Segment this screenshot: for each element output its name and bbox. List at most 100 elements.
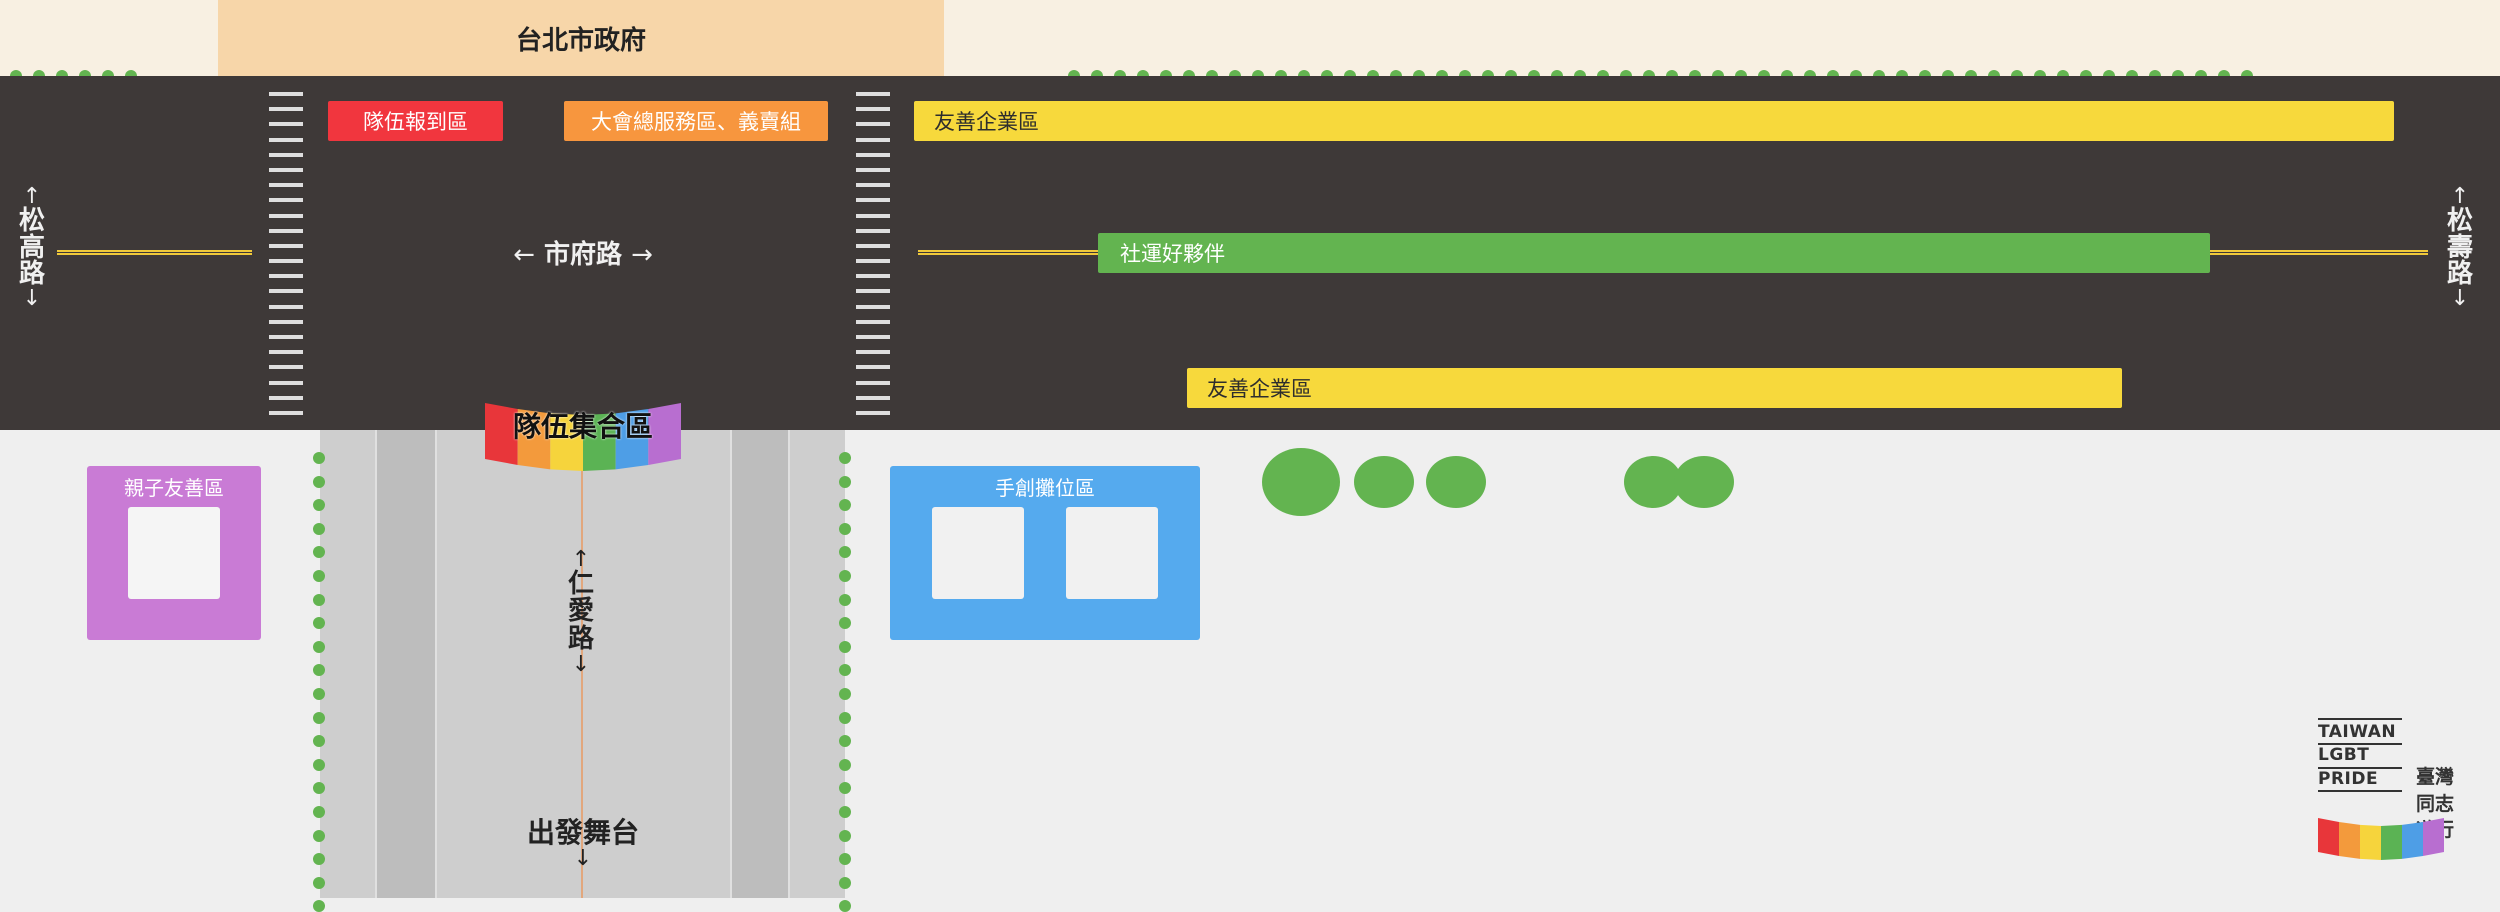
- rainbow-stripe: [2318, 818, 2339, 856]
- crosswalk-stripe: [269, 243, 303, 248]
- crosswalk-stripe: [269, 122, 303, 127]
- logo-rainbow-flag-icon: [2318, 818, 2444, 860]
- rainbow-stripe: [2360, 824, 2381, 860]
- crosswalk-stripe: [269, 319, 303, 324]
- tree-dot-icon: [839, 617, 851, 630]
- logo-zh-line-2: 同志: [2416, 792, 2455, 815]
- renai-road-plaza: [320, 430, 845, 898]
- crosswalk-stripe: [269, 259, 303, 264]
- crosswalk-stripe: [269, 274, 303, 279]
- shifu-road-name: 市府路: [543, 240, 622, 270]
- family-friendly-tent: [128, 507, 220, 599]
- tree-dot-icon: [839, 593, 851, 606]
- crosswalk-stripe: [856, 152, 890, 157]
- center-line-west: [57, 250, 252, 255]
- crosswalk-stripe: [269, 350, 303, 355]
- crosswalk-stripe: [856, 167, 890, 172]
- crosswalk-stripe: [856, 335, 890, 339]
- crosswalk-stripe: [269, 365, 303, 370]
- crosswalk-stripe: [269, 152, 303, 157]
- crosswalk-stripe: [269, 198, 303, 203]
- tree-dot-icon: [313, 853, 325, 866]
- shifu-road-label: ← 市府路 →: [500, 234, 666, 271]
- crosswalk-stripe: [269, 335, 303, 339]
- arrow-left-icon: ←: [513, 240, 535, 270]
- rainbow-stripe: [517, 409, 551, 470]
- tree-dot-icon: [313, 569, 325, 582]
- crosswalk-stripe: [269, 92, 303, 96]
- city-hall-block: [218, 0, 944, 76]
- handmade-stall-tent-1: [932, 507, 1024, 599]
- tree-dot-icon: [839, 876, 851, 889]
- logo-en-line-3: PRIDE: [2318, 768, 2379, 789]
- tree-dot-icon: [839, 687, 851, 700]
- crosswalk-stripe: [856, 274, 890, 279]
- crosswalk-stripe: [856, 289, 890, 294]
- tree-dot-icon: [313, 782, 325, 795]
- rainbow-stripe: [583, 413, 616, 471]
- tree-dot-icon: [839, 782, 851, 795]
- songgao-road-label: ↑ 松 高 路 ↓: [12, 185, 52, 310]
- crosswalk-stripe: [856, 350, 890, 355]
- tree-dot-icon: [313, 876, 325, 889]
- tree-dot-icon: [313, 758, 325, 771]
- logo-en-line-1: TAIWAN: [2318, 722, 2397, 742]
- tree-dot-icon: [313, 546, 325, 559]
- crosswalk-stripe: [269, 228, 303, 233]
- tree-dot-icon: [839, 499, 851, 512]
- crosswalk-stripe: [856, 198, 890, 203]
- rainbow-stripe: [2402, 822, 2423, 859]
- renai-char-2: 愛: [567, 596, 594, 627]
- crosswalk-stripe: [269, 213, 303, 218]
- tree-dot-icon: [313, 640, 325, 653]
- tree-dot-icon: [313, 711, 325, 724]
- team-assembly-label: 隊伍集合區: [512, 410, 653, 443]
- tree-dot-icon: [839, 522, 851, 535]
- crosswalk-stripe: [269, 167, 303, 172]
- crosswalk-stripe: [856, 395, 890, 400]
- crosswalk-stripe: [856, 304, 890, 309]
- plaza-tree-column-east: [839, 452, 851, 912]
- renai-road-label: ↑ 仁 愛 路 ↓: [556, 548, 606, 676]
- friendly-business-zone-bottom[interactable]: 友善企業區: [1187, 368, 2122, 408]
- tree-dot-icon: [839, 640, 851, 653]
- tree-dot-icon: [839, 546, 851, 559]
- tree-dot-icon: [839, 664, 851, 677]
- tree-dot-icon: [313, 687, 325, 700]
- tree-dot-icon: [313, 593, 325, 606]
- tree-dot-icon: [839, 805, 851, 818]
- crosswalk-stripe: [856, 365, 890, 370]
- rainbow-stripe: [550, 413, 583, 471]
- renai-char-1: 仁: [567, 569, 594, 600]
- tree-dot-icon: [313, 735, 325, 748]
- renai-char-3: 路: [567, 623, 594, 654]
- songshou-char-2: 壽: [2446, 232, 2473, 263]
- tree-dot-icon: [839, 735, 851, 748]
- tree-icon: [1674, 456, 1734, 508]
- rainbow-stripe: [2423, 818, 2444, 856]
- crosswalk-stripe: [269, 183, 303, 188]
- social-partners-zone[interactable]: 社運好夥伴: [1098, 233, 2210, 273]
- tree-dot-icon: [313, 829, 325, 842]
- crosswalk-stripe: [856, 319, 890, 324]
- crosswalk-east: [856, 92, 890, 415]
- tree-dot-icon: [839, 853, 851, 866]
- songshou-road-label: ↑ 松 壽 路 ↓: [2440, 185, 2480, 311]
- arrow-down-icon: ↓: [571, 651, 591, 677]
- tree-dot-icon: [839, 711, 851, 724]
- crosswalk-stripe: [269, 395, 303, 400]
- rainbow-stripe: [615, 409, 649, 470]
- tree-dot-icon: [839, 452, 851, 464]
- team-checkin-zone[interactable]: 隊伍報到區: [328, 101, 503, 141]
- service-volunteer-zone[interactable]: 大會總服務區、義賣組: [564, 101, 828, 141]
- center-line-mid: [918, 250, 1098, 255]
- crosswalk-stripe: [856, 122, 890, 127]
- arrow-down-icon: ↓: [2450, 285, 2470, 311]
- tree-dot-icon: [313, 452, 325, 464]
- tree-dot-icon: [313, 664, 325, 677]
- tree-dot-icon: [313, 475, 325, 488]
- friendly-business-zone-top[interactable]: 友善企業區: [914, 101, 2394, 141]
- handmade-stall-tent-2: [1066, 507, 1158, 599]
- crosswalk-stripe: [269, 410, 303, 415]
- tree-dot-icon: [839, 758, 851, 771]
